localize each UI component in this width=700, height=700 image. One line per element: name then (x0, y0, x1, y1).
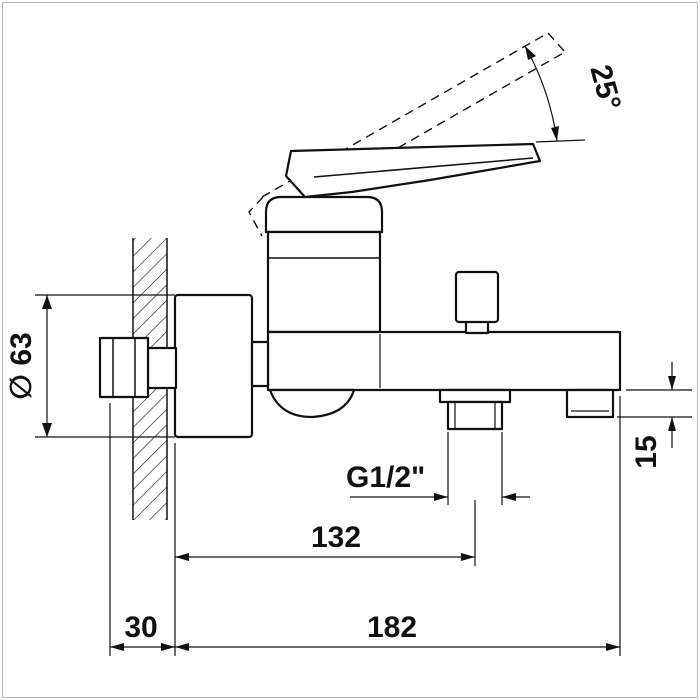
body-underside (268, 388, 356, 419)
hose-nipple (446, 400, 504, 431)
dim-height-15: 15 (617, 362, 692, 469)
arrowhead (668, 417, 676, 431)
escutcheon-plate (173, 293, 254, 439)
angle-arc (524, 45, 558, 142)
spout-body (266, 330, 622, 392)
mixer-body (98, 32, 622, 439)
arrowhead (502, 493, 516, 501)
angle-extension-line (535, 139, 586, 143)
mounting-nut (98, 336, 150, 399)
body-column (266, 230, 382, 334)
length-132-label: 132 (311, 521, 361, 554)
dim-diameter-63: ∅ 63 (5, 294, 175, 438)
handle-raised-ghost (248, 32, 566, 237)
arrowhead (175, 553, 189, 561)
aerator (565, 388, 615, 419)
arrowhead (42, 423, 52, 437)
arrowhead (525, 46, 536, 60)
dim-length-132: 132 (175, 500, 476, 566)
diameter-label: ∅ 63 (5, 332, 38, 399)
hose-flange (438, 388, 512, 404)
arrowhead (161, 643, 175, 651)
arrowhead (434, 493, 448, 501)
height-15-label: 15 (630, 435, 663, 468)
length-30-label: 30 (124, 611, 157, 644)
arrowhead (606, 643, 620, 651)
arrowhead (461, 553, 475, 561)
arrowhead (668, 376, 676, 390)
arrowhead (175, 643, 189, 651)
angle-label: 25° (583, 61, 627, 113)
arrowhead (110, 643, 124, 651)
cartridge-cap (264, 195, 384, 234)
length-182-label: 182 (367, 611, 417, 644)
thread-label: G1/2" (346, 461, 425, 494)
arrowhead (551, 126, 559, 141)
dim-angle-25: 25° (524, 45, 627, 143)
wall-connector (146, 346, 178, 390)
dim-bottom: 30 182 (109, 396, 621, 656)
diverter-knob (454, 270, 500, 324)
lever-handle (284, 142, 542, 199)
dim-thread-g12: G1/2" (346, 432, 530, 505)
inlet-connector (250, 340, 270, 388)
lever-underside-edge (313, 157, 534, 178)
arrowhead (42, 295, 52, 309)
